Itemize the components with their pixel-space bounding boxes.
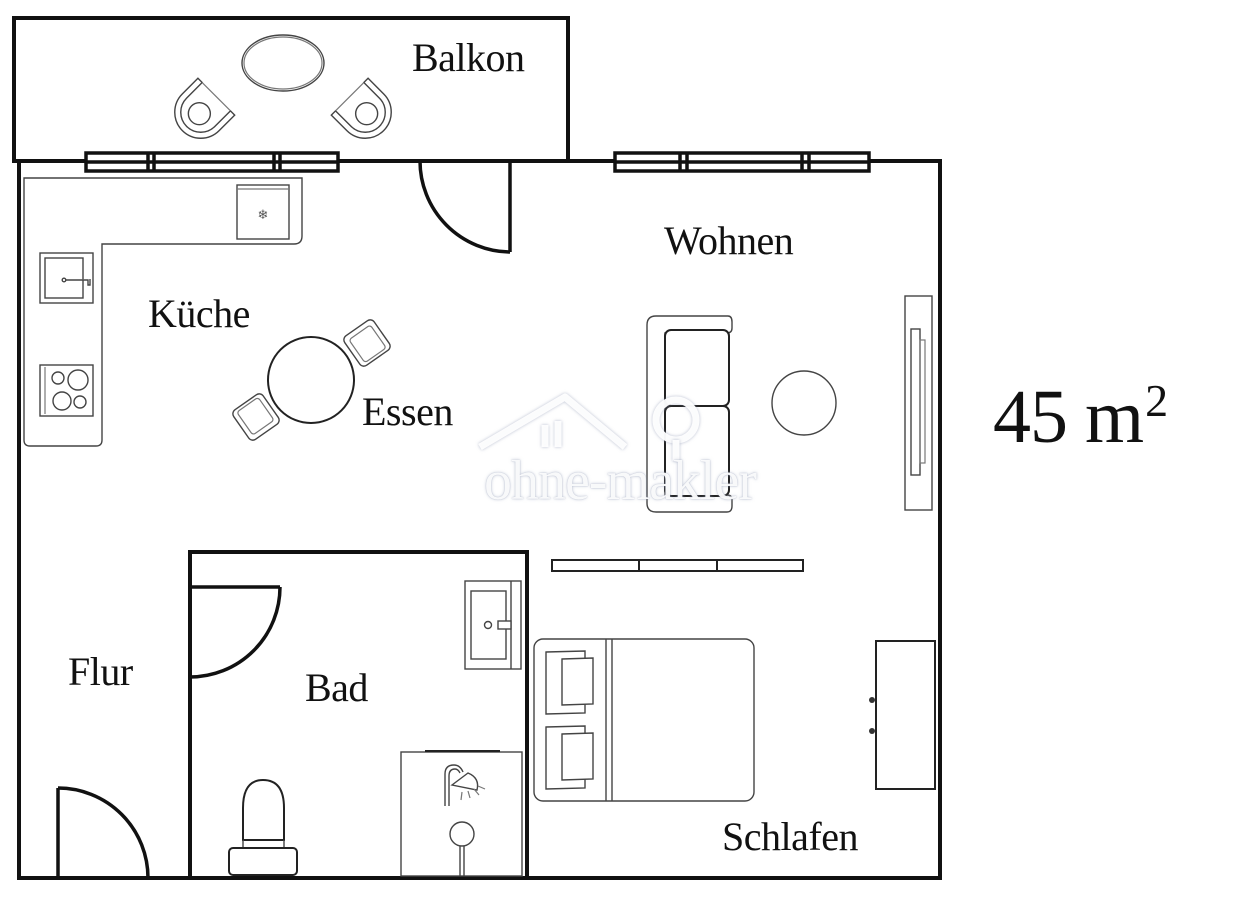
dresser-knob-bottom <box>869 728 875 734</box>
total-area-superscript: 2 <box>1145 375 1168 426</box>
shower <box>400 750 523 877</box>
door-balcony <box>418 160 512 254</box>
sofa <box>646 315 733 513</box>
dresser <box>869 640 936 790</box>
room-label-kitchen: Küche <box>148 291 250 336</box>
window-living <box>613 151 871 173</box>
balcony-table <box>241 34 325 92</box>
dining-table <box>267 336 355 424</box>
bathroom-sink <box>464 580 522 670</box>
fridge: ❄ <box>236 184 290 240</box>
stove <box>39 364 94 417</box>
total-area: 45 m2 <box>993 375 1168 456</box>
snowflake-icon: ❄ <box>258 208 269 223</box>
room-label-hallway: Flur <box>68 649 133 694</box>
kitchen-sink <box>39 252 94 304</box>
room-label-balcony: Balkon <box>412 35 525 80</box>
door-entrance <box>56 786 150 879</box>
coffee-table <box>771 370 837 436</box>
tv-sideboard <box>904 295 933 511</box>
balcony-chair-right <box>330 77 392 139</box>
room-label-bathroom: Bad <box>305 665 368 710</box>
toilet <box>228 778 298 876</box>
shower-head-icon <box>450 772 479 791</box>
total-area-value: 45 m <box>993 375 1144 459</box>
dresser-knob-top <box>869 697 875 703</box>
door-bathroom <box>189 585 282 679</box>
double-bed <box>533 638 755 802</box>
room-label-dining: Essen <box>362 389 453 434</box>
dining-chair-bottom <box>232 393 280 441</box>
window-kitchen <box>84 151 340 173</box>
dining-chair-top <box>343 319 391 367</box>
wardrobe-shelf <box>551 559 804 572</box>
balcony-chair-left <box>174 77 236 139</box>
room-label-living: Wohnen <box>664 218 794 263</box>
room-label-bedroom: Schlafen <box>722 814 858 859</box>
